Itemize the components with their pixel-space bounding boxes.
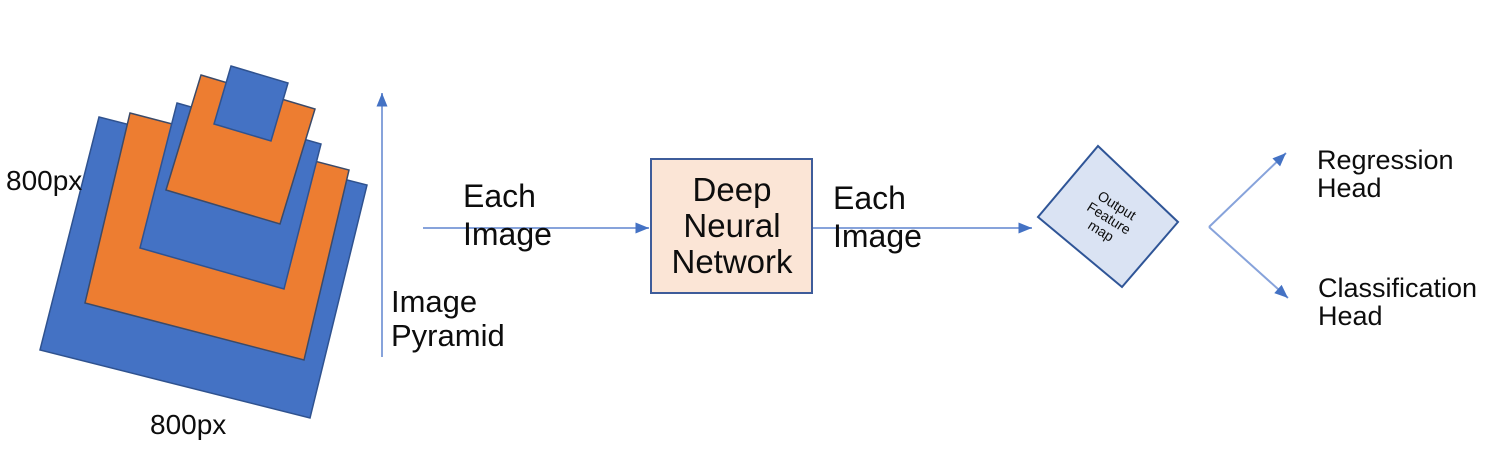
regression-head-label: Regression Head <box>1317 145 1454 203</box>
output-arrow-label: Each Image <box>833 180 922 254</box>
classification-arrow <box>1208 226 1289 299</box>
pyramid-caption: Image Pyramid <box>391 284 505 353</box>
classification-head-label: Classification Head <box>1318 273 1478 331</box>
input-arrow-label: Each Image <box>463 178 552 252</box>
pyramid-height-label: 800px <box>150 409 227 440</box>
image-pyramid-group <box>39 65 368 419</box>
dnn-box <box>650 158 813 294</box>
pyramid-layer-5 <box>213 65 289 142</box>
dnn-box-label: Deep Neural Network <box>671 171 793 280</box>
regression-arrow <box>1208 152 1287 228</box>
pyramid-width-label: 800px <box>6 165 83 196</box>
feature-map-diamond <box>1036 144 1180 289</box>
